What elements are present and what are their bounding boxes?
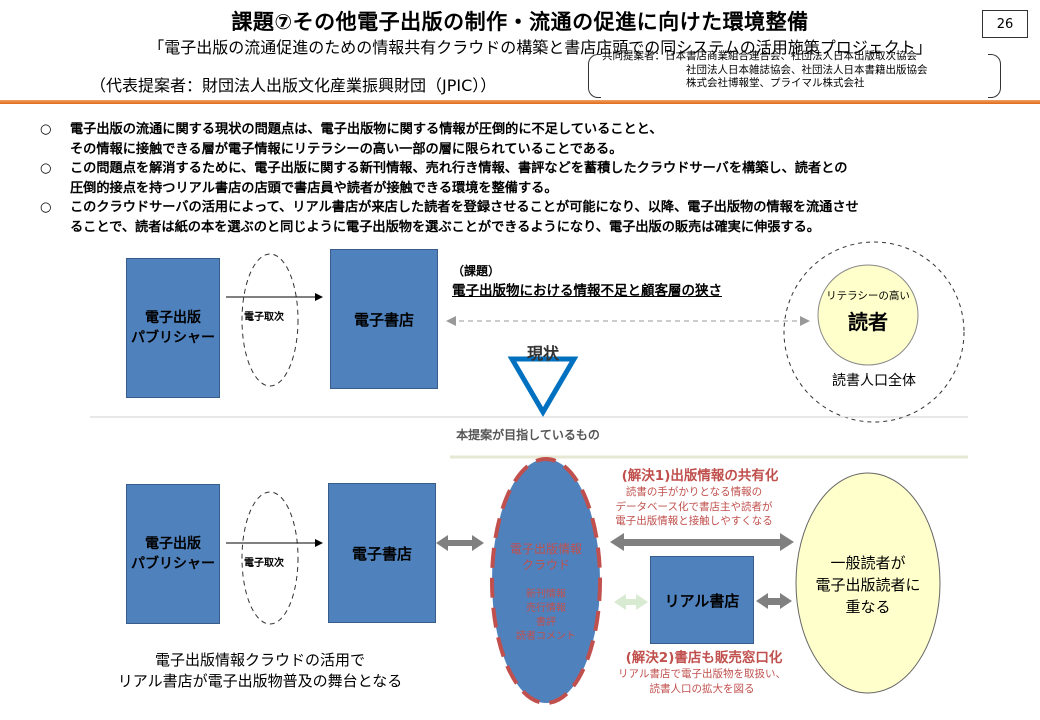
solution1-line: データベース化で書店主や読者が	[615, 500, 773, 513]
publisher-label-line: 電子出版	[145, 536, 201, 552]
cloud-item: 読者コメント	[516, 631, 576, 642]
top-dashed-link-head-right	[800, 316, 810, 326]
bottom-publisher-box: 電子出版パブリシャー	[126, 484, 220, 624]
reader-literacy-label: リテラシーの高い	[826, 290, 910, 302]
solution1-line: 電子出版情報と接触しやすくなる	[615, 515, 773, 527]
lead-proposer: （代表提案者：財団法人出版文化産業振興財団（JPIC））	[90, 76, 497, 95]
bottom-ebook-store-box: 電子書店	[328, 483, 436, 623]
cloud-item: 書評	[536, 617, 556, 628]
reader-population-label: 読書人口全体	[832, 373, 916, 389]
arrow-cloud-general-reader	[610, 533, 794, 551]
co-proposers: 共同提案者：日本書店商業組合連合会、社団法人日本出版取次協会 社団法人日本雑誌協…	[602, 50, 962, 91]
caption-line: 電子出版情報クラウドの活用で	[154, 651, 365, 669]
top-publisher-box: 電子出版パブリシャー	[126, 258, 220, 398]
header-rule	[0, 100, 1040, 104]
arrow-store-cloud	[436, 535, 484, 551]
co-proposer-bracket-left	[588, 54, 601, 98]
bullet-item: ○ この問題点を解消するために、電子出版に関する新刊情報、売れ行き情報、書評など…	[40, 159, 1030, 198]
general-reader-line: 一般読者が	[830, 554, 906, 572]
cloud-title: 電子出版情報 クラウド	[496, 541, 596, 573]
solution2-line: リアル書店で電子出版物を取扱い、	[618, 668, 786, 680]
cloud-title-line: 電子出版情報	[509, 542, 582, 556]
solution2-text: リアル書店で電子出版物を取扱い、 読書人口の拡大を図る	[604, 667, 800, 696]
reader-label: 読者	[848, 310, 888, 334]
general-reader-text: 一般読者が 電子出版読者に 重なる	[796, 552, 940, 618]
solution2-line: 読書人口の拡大を図る	[649, 682, 755, 695]
caption-line: リアル書店が電子出版物普及の舞台となる	[117, 672, 403, 690]
target-label: 本提案が目指しているもの	[456, 428, 600, 442]
bullet-line: このクラウドサーバの活用によって、リアル書店が来店した読者を登録させることが可能…	[70, 200, 859, 215]
issue-label: （課題）	[452, 264, 501, 278]
arrow-real-store-general-reader	[756, 593, 792, 609]
cloud-item: 新刊情報	[526, 589, 566, 600]
general-reader-ellipse	[795, 472, 941, 694]
solution2-title: (解決2)書店も販売窓口化	[625, 650, 783, 666]
bullet-line: 電子出版の流通に関する現状の問題点は、電子出版物に関する情報が圧倒的に不足してい…	[70, 122, 663, 137]
publisher-label-line: 電子出版	[145, 310, 201, 326]
bullet-line: この問題点を解消するために、電子出版に関する新刊情報、売れ行き情報、書評などを蓄…	[70, 161, 848, 176]
bottom-distributor-ellipse	[241, 491, 299, 625]
diagram-caption: 電子出版情報クラウドの活用で リアル書店が電子出版物普及の舞台となる	[70, 650, 450, 692]
store-label: 電子書店	[351, 544, 412, 563]
real-bookstore-box: リアル書店	[650, 556, 754, 644]
reader-population-circle	[783, 241, 965, 423]
bullet-line: 圧倒的接点を持つリアル書店の店頭で書店員や読者が接触できる環境を整備する。	[70, 180, 558, 196]
bullet-list: ○ 電子出版の流通に関する現状の問題点は、電子出版物に関する情報が圧倒的に不足し…	[40, 120, 1030, 237]
solution1-text: 読書の手がかりとなる情報の データベース化で書店主や読者が 電子出版情報と接触し…	[596, 485, 792, 529]
status-triangle	[507, 356, 579, 417]
arrow-cloud-real-store	[614, 594, 648, 610]
real-store-label: リアル書店	[664, 591, 740, 610]
bullet-marker: ○	[40, 200, 52, 215]
store-label: 電子書店	[353, 310, 414, 329]
top-distributor-ellipse	[241, 253, 299, 387]
general-reader-line: 電子出版読者に	[815, 576, 921, 594]
top-dashed-link-head-left	[446, 316, 456, 326]
cloud-title-line: クラウド	[521, 558, 570, 572]
bullet-line: ることで、読者は紙の本を選ぶのと同じように電子出版物を選ぶことができるようになり…	[70, 219, 820, 235]
page-number: 26	[982, 10, 1028, 38]
page-title: 課題⑦その他電子出版の制作・流通の促進に向けた環境整備	[231, 10, 809, 34]
cloud-ellipse	[490, 457, 602, 705]
issue-text: 電子出版物における情報不足と顧客層の狭さ	[452, 283, 722, 299]
co-proposer-line: 社団法人日本雑誌協会、社団法人日本書籍出版協会	[686, 63, 928, 76]
top-ebook-store-box: 電子書店	[330, 249, 438, 389]
bottom-distributor-label: 電子取次	[244, 558, 284, 569]
solution1-title: (解決1)出版情報の共有化	[621, 468, 779, 484]
publisher-label-line: パブリシャー	[131, 556, 215, 572]
status-label: 現状	[526, 344, 559, 363]
co-proposer-line: 共同提案者：日本書店商業組合連合会、社団法人日本出版取次協会	[602, 50, 917, 62]
top-distributor-label: 電子取次	[244, 312, 284, 323]
publisher-label-line: パブリシャー	[131, 330, 215, 346]
co-proposer-line: 株式会社博報堂、プライマル株式会社	[686, 77, 865, 89]
bullet-line: その情報に接触できる層が電子情報にリテラシーの高い一部の層に限られていることであ…	[70, 141, 623, 157]
reader-circle	[817, 264, 919, 366]
solution1-line: 読書の手がかりとなる情報の	[625, 486, 763, 498]
cloud-item: 売行情報	[526, 603, 566, 614]
page-subtitle: 「電子出版の流通促進のための情報共有クラウドの構築と書店店頭での同システムの活用…	[148, 38, 932, 57]
bullet-item: ○ 電子出版の流通に関する現状の問題点は、電子出版物に関する情報が圧倒的に不足し…	[40, 120, 1030, 159]
bullet-marker: ○	[40, 122, 52, 137]
cloud-item-list: 新刊情報 売行情報 書評 読者コメント	[500, 588, 592, 644]
bullet-marker: ○	[40, 161, 52, 176]
bullet-item: ○ このクラウドサーバの活用によって、リアル書店が来店した読者を登録させることが…	[40, 198, 1030, 237]
general-reader-line: 重なる	[845, 598, 891, 616]
